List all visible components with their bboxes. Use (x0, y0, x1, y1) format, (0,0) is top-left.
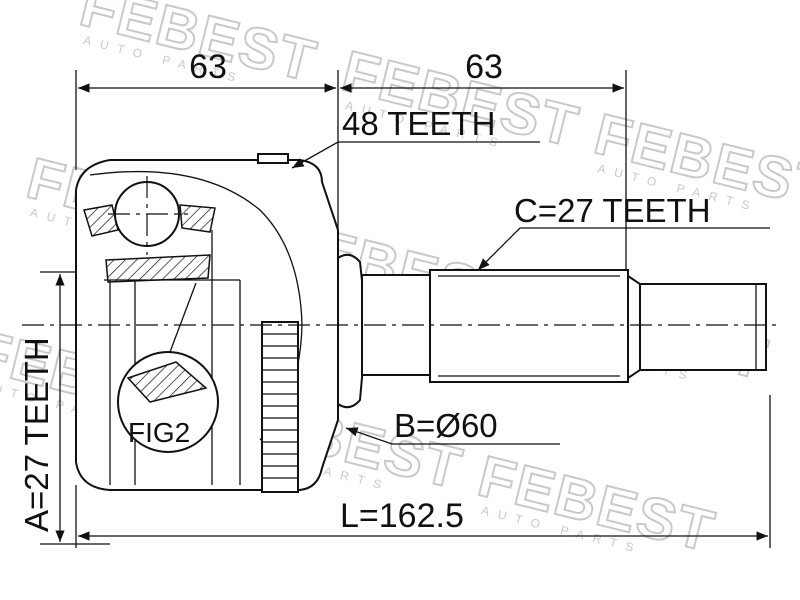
watermark-brand: FEBEST (472, 444, 721, 565)
total-length-label: L=162.5 (340, 497, 464, 535)
leader-spline-teeth (477, 227, 770, 271)
seal-diameter-label: B=Ø60 (394, 407, 498, 444)
abs-teeth-label: 48 TEETH (342, 105, 495, 142)
spline-section (429, 269, 629, 383)
abs-ring (261, 321, 299, 493)
shaft-tip (639, 283, 767, 371)
cage-section-top-right (179, 204, 216, 233)
inner-race-section (105, 254, 211, 283)
fig2-detail: FIG2 (117, 282, 219, 453)
fig2-leader (169, 282, 197, 353)
fig2-label: FIG2 (128, 417, 190, 448)
cage-section-top (83, 204, 119, 237)
shaft-step (627, 274, 641, 380)
shaft-neck (337, 253, 365, 409)
spline-teeth-label: C=27 TEETH (514, 192, 711, 229)
leader-seal-diameter (345, 427, 560, 445)
dim-left-width: 63 (189, 48, 227, 86)
dim-right-width: 63 (465, 48, 503, 86)
outer-teeth-label: A=27 TEETH (18, 337, 55, 532)
housing-tab (257, 153, 289, 164)
fig2-hatch (126, 361, 208, 403)
abs-ring-teeth (262, 333, 298, 479)
leader-abs-teeth (291, 141, 540, 169)
